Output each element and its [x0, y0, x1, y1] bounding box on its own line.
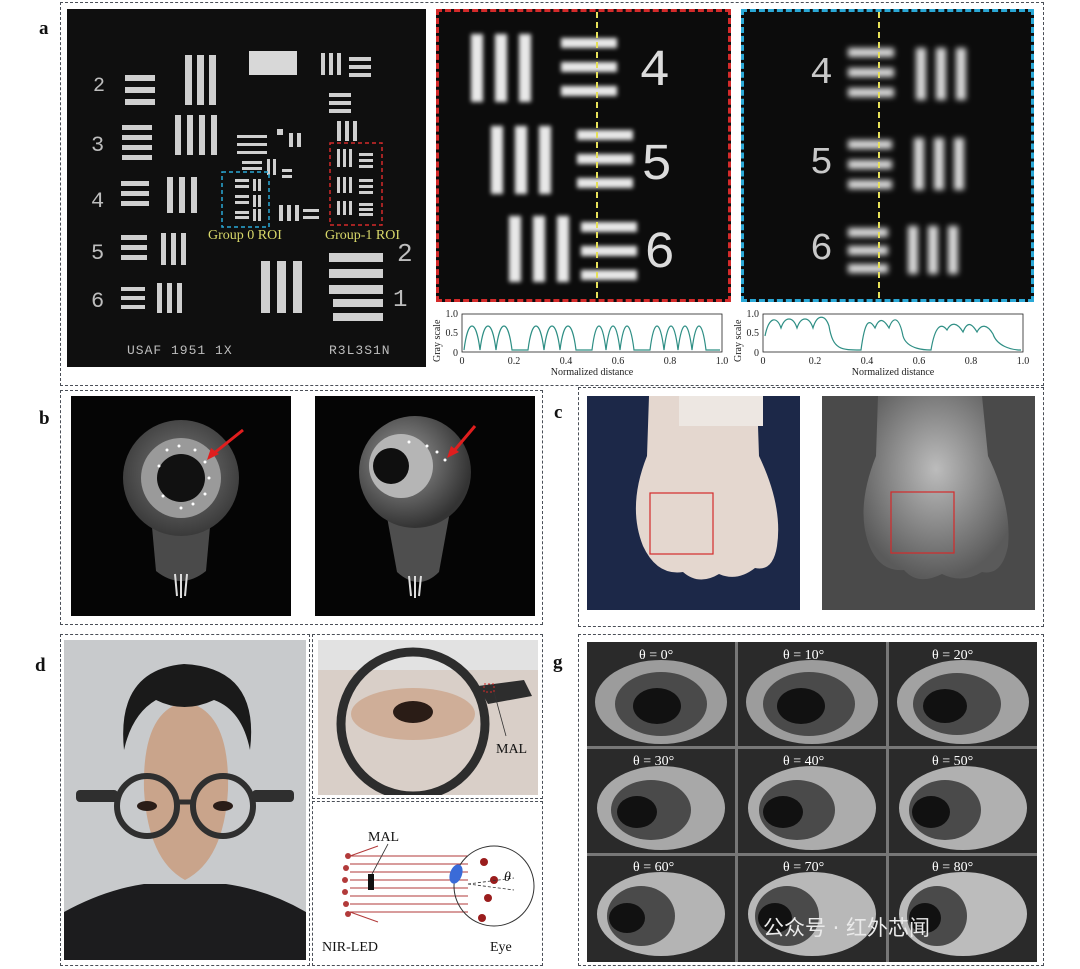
usaf-footer-left: USAF 1951 1X: [127, 343, 233, 358]
eye-image-rotated: [315, 396, 535, 616]
zoom-red-digit-6: 6: [644, 224, 677, 283]
angle-label-60: θ = 60°: [633, 860, 675, 875]
panel-label-d: d: [35, 655, 46, 676]
angle-label-80: θ = 80°: [932, 860, 974, 875]
profile-right-xtick-08: 0.8: [965, 356, 978, 367]
eye-label: Eye: [490, 940, 512, 955]
profile-plot-right: Gray scale 1.0 0.5 0 0 0.2 0.4 0.6 0.8 1…: [733, 309, 1030, 378]
panel-c-frame: [578, 387, 1044, 627]
mal-label-e: MAL: [496, 742, 528, 757]
portrait-with-glasses: [64, 640, 306, 960]
roi-group1-box: [329, 142, 383, 226]
angle-label-10: θ = 10°: [783, 648, 825, 663]
profile-left-xtick-0: 0: [460, 356, 465, 367]
hand-nir-image: [822, 396, 1035, 610]
profile-right-xtick-02: 0.2: [809, 356, 822, 367]
angle-label-50: θ = 50°: [932, 754, 974, 769]
usaf-digit-5: 5: [91, 241, 106, 266]
panel-e-frame: [312, 634, 543, 799]
angle-label-30: θ = 30°: [633, 754, 675, 769]
glasses-closeup: MAL: [318, 640, 538, 795]
panel-f-frame: [312, 801, 543, 966]
watermark-text: 公众号 · 红外芯闻: [763, 916, 931, 940]
gaze-angle-grid: θ = 0° θ = 10° θ = 20° θ = 30° θ = 40° θ…: [587, 642, 1037, 962]
usaf-digit-4: 4: [91, 189, 106, 214]
profile-left-xtick-1: 1.0: [716, 356, 729, 367]
profile-right-xtick-06: 0.6: [913, 356, 926, 367]
angle-label-0: θ = 0°: [639, 648, 674, 663]
profile-left-ytick-05: 0.5: [446, 328, 459, 339]
profile-left-xtick-06: 0.6: [612, 356, 625, 367]
profile-right-xtick-04: 0.4: [861, 356, 874, 367]
usaf-digit-1-right: 1: [393, 287, 409, 314]
usaf-digit-3: 3: [91, 133, 106, 158]
panel-label-b: b: [39, 408, 50, 429]
panel-d-frame: [60, 634, 310, 966]
angle-label-40: θ = 40°: [783, 754, 825, 769]
zoom-red-digit-4: 4: [639, 42, 672, 101]
roi1-label: Group-1 ROI: [325, 228, 401, 243]
profile-left-xtick-02: 0.2: [508, 356, 521, 367]
angle-label-20: θ = 20°: [932, 648, 974, 663]
usaf-digit-2: 2: [93, 75, 107, 98]
zoom-blue-digit-4: 4: [810, 52, 834, 95]
profile-left-ytick-1: 1.0: [446, 309, 459, 320]
profile-left-ytick-0: 0: [453, 348, 458, 359]
panel-label-a: a: [39, 18, 49, 39]
hand-visible-image: [587, 396, 800, 610]
panel-a-frame: [60, 2, 1044, 386]
profile-left-xtick-08: 0.8: [664, 356, 677, 367]
panel-g-frame: [578, 634, 1044, 966]
zoom-blue-digit-6: 6: [810, 228, 834, 271]
usaf-digit-6: 6: [91, 289, 106, 314]
profile-right-ytick-0: 0: [754, 348, 759, 359]
usaf-target-image: 2 3 4 5 6 2 1 Group 0 ROI Group-1 ROI US…: [67, 9, 426, 367]
profile-right-ytick-1: 1.0: [747, 309, 760, 320]
usaf-footer-right: R3L3S1N: [329, 343, 391, 358]
mal-label-f: MAL: [368, 830, 400, 845]
zoom-blue-digit-5: 5: [810, 142, 834, 185]
panel-b-frame: [60, 390, 543, 625]
zoom-red-digit-5: 5: [641, 136, 674, 195]
profile-right-xlabel: Normalized distance: [852, 367, 935, 378]
roi0-label: Group 0 ROI: [208, 228, 282, 243]
illumination-schematic: MAL θ NIR-LED Eye: [318, 806, 538, 961]
usaf-digit-2-right: 2: [397, 239, 414, 269]
profile-right-xtick-0: 0: [761, 356, 766, 367]
profile-left-ylabel: Gray scale: [432, 319, 443, 362]
angle-label-70: θ = 70°: [783, 860, 825, 875]
profile-left-xlabel: Normalized distance: [551, 367, 634, 378]
profile-left-xtick-04: 0.4: [560, 356, 573, 367]
panel-label-c: c: [554, 402, 563, 423]
theta-label-f: θ: [504, 870, 511, 885]
nir-led-label: NIR-LED: [322, 940, 378, 955]
profile-right-xtick-1: 1.0: [1017, 356, 1030, 367]
roi-group0-box: [221, 171, 270, 228]
profile-right-ytick-05: 0.5: [747, 328, 760, 339]
zoom-group-minus1: 4 5 6: [436, 9, 731, 302]
eye-image-front: [71, 396, 291, 616]
panel-label-g: g: [553, 652, 563, 673]
profile-plot-left: Gray scale 1.0 0.5 0 0 0.2 0.4 0.6 0.8 1…: [432, 309, 729, 378]
profile-right-ylabel: Gray scale: [733, 319, 744, 362]
zoom-group-0: 4 5 6: [741, 9, 1034, 302]
